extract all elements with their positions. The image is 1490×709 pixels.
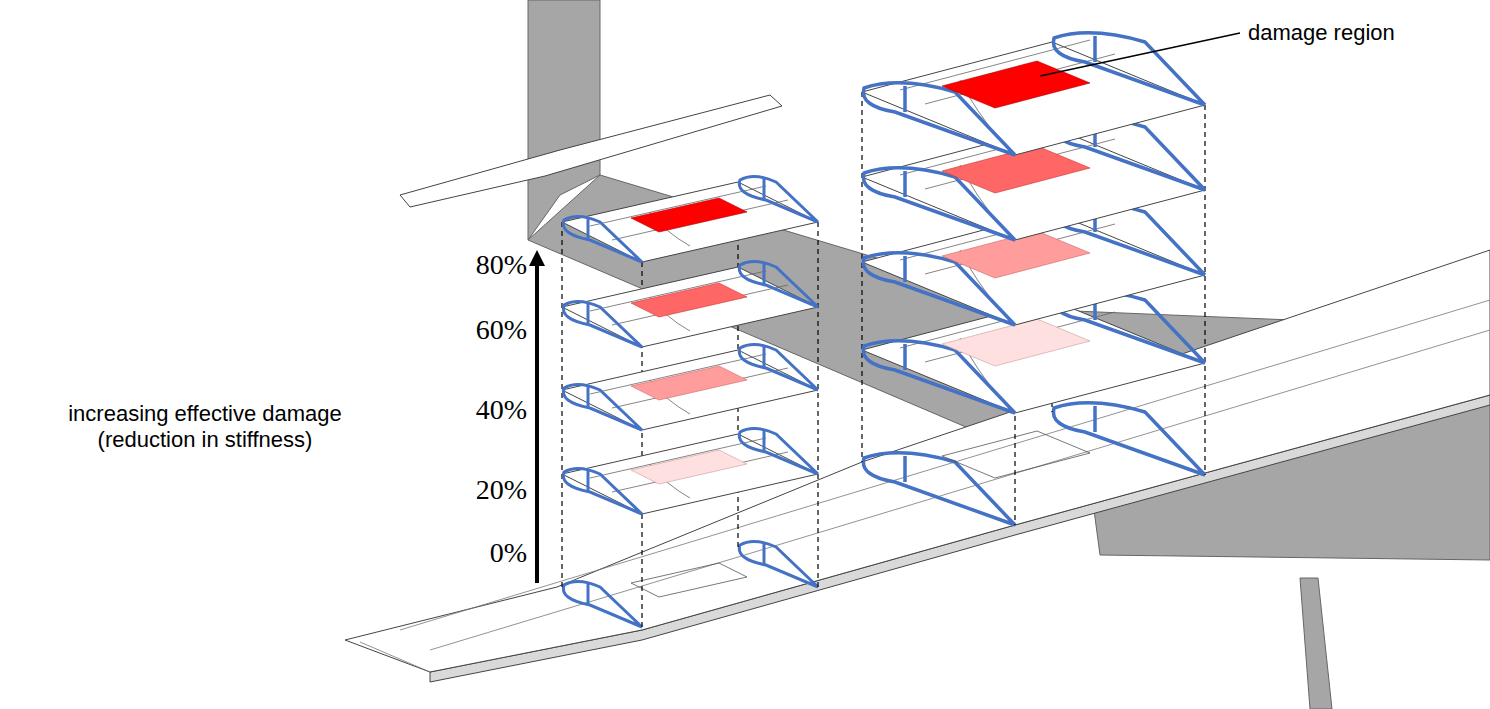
percent-label: 80% — [400, 248, 527, 282]
base-section-left — [563, 541, 818, 627]
percent-label: 40% — [400, 393, 527, 427]
damage-arrow — [535, 258, 539, 583]
axis-label: increasing effective damage (reduction i… — [30, 401, 380, 454]
callout-label: damage region — [1248, 20, 1395, 46]
base-section-right — [863, 403, 1205, 525]
percent-label: 20% — [400, 473, 527, 507]
left-panel-stack — [562, 176, 818, 514]
wing — [345, 250, 1490, 672]
leader-line — [1040, 33, 1240, 76]
right-panel-stack — [862, 33, 1205, 413]
percent-label: 0% — [400, 536, 527, 570]
percent-label: 60% — [400, 313, 527, 347]
landing-gear — [1300, 578, 1332, 709]
